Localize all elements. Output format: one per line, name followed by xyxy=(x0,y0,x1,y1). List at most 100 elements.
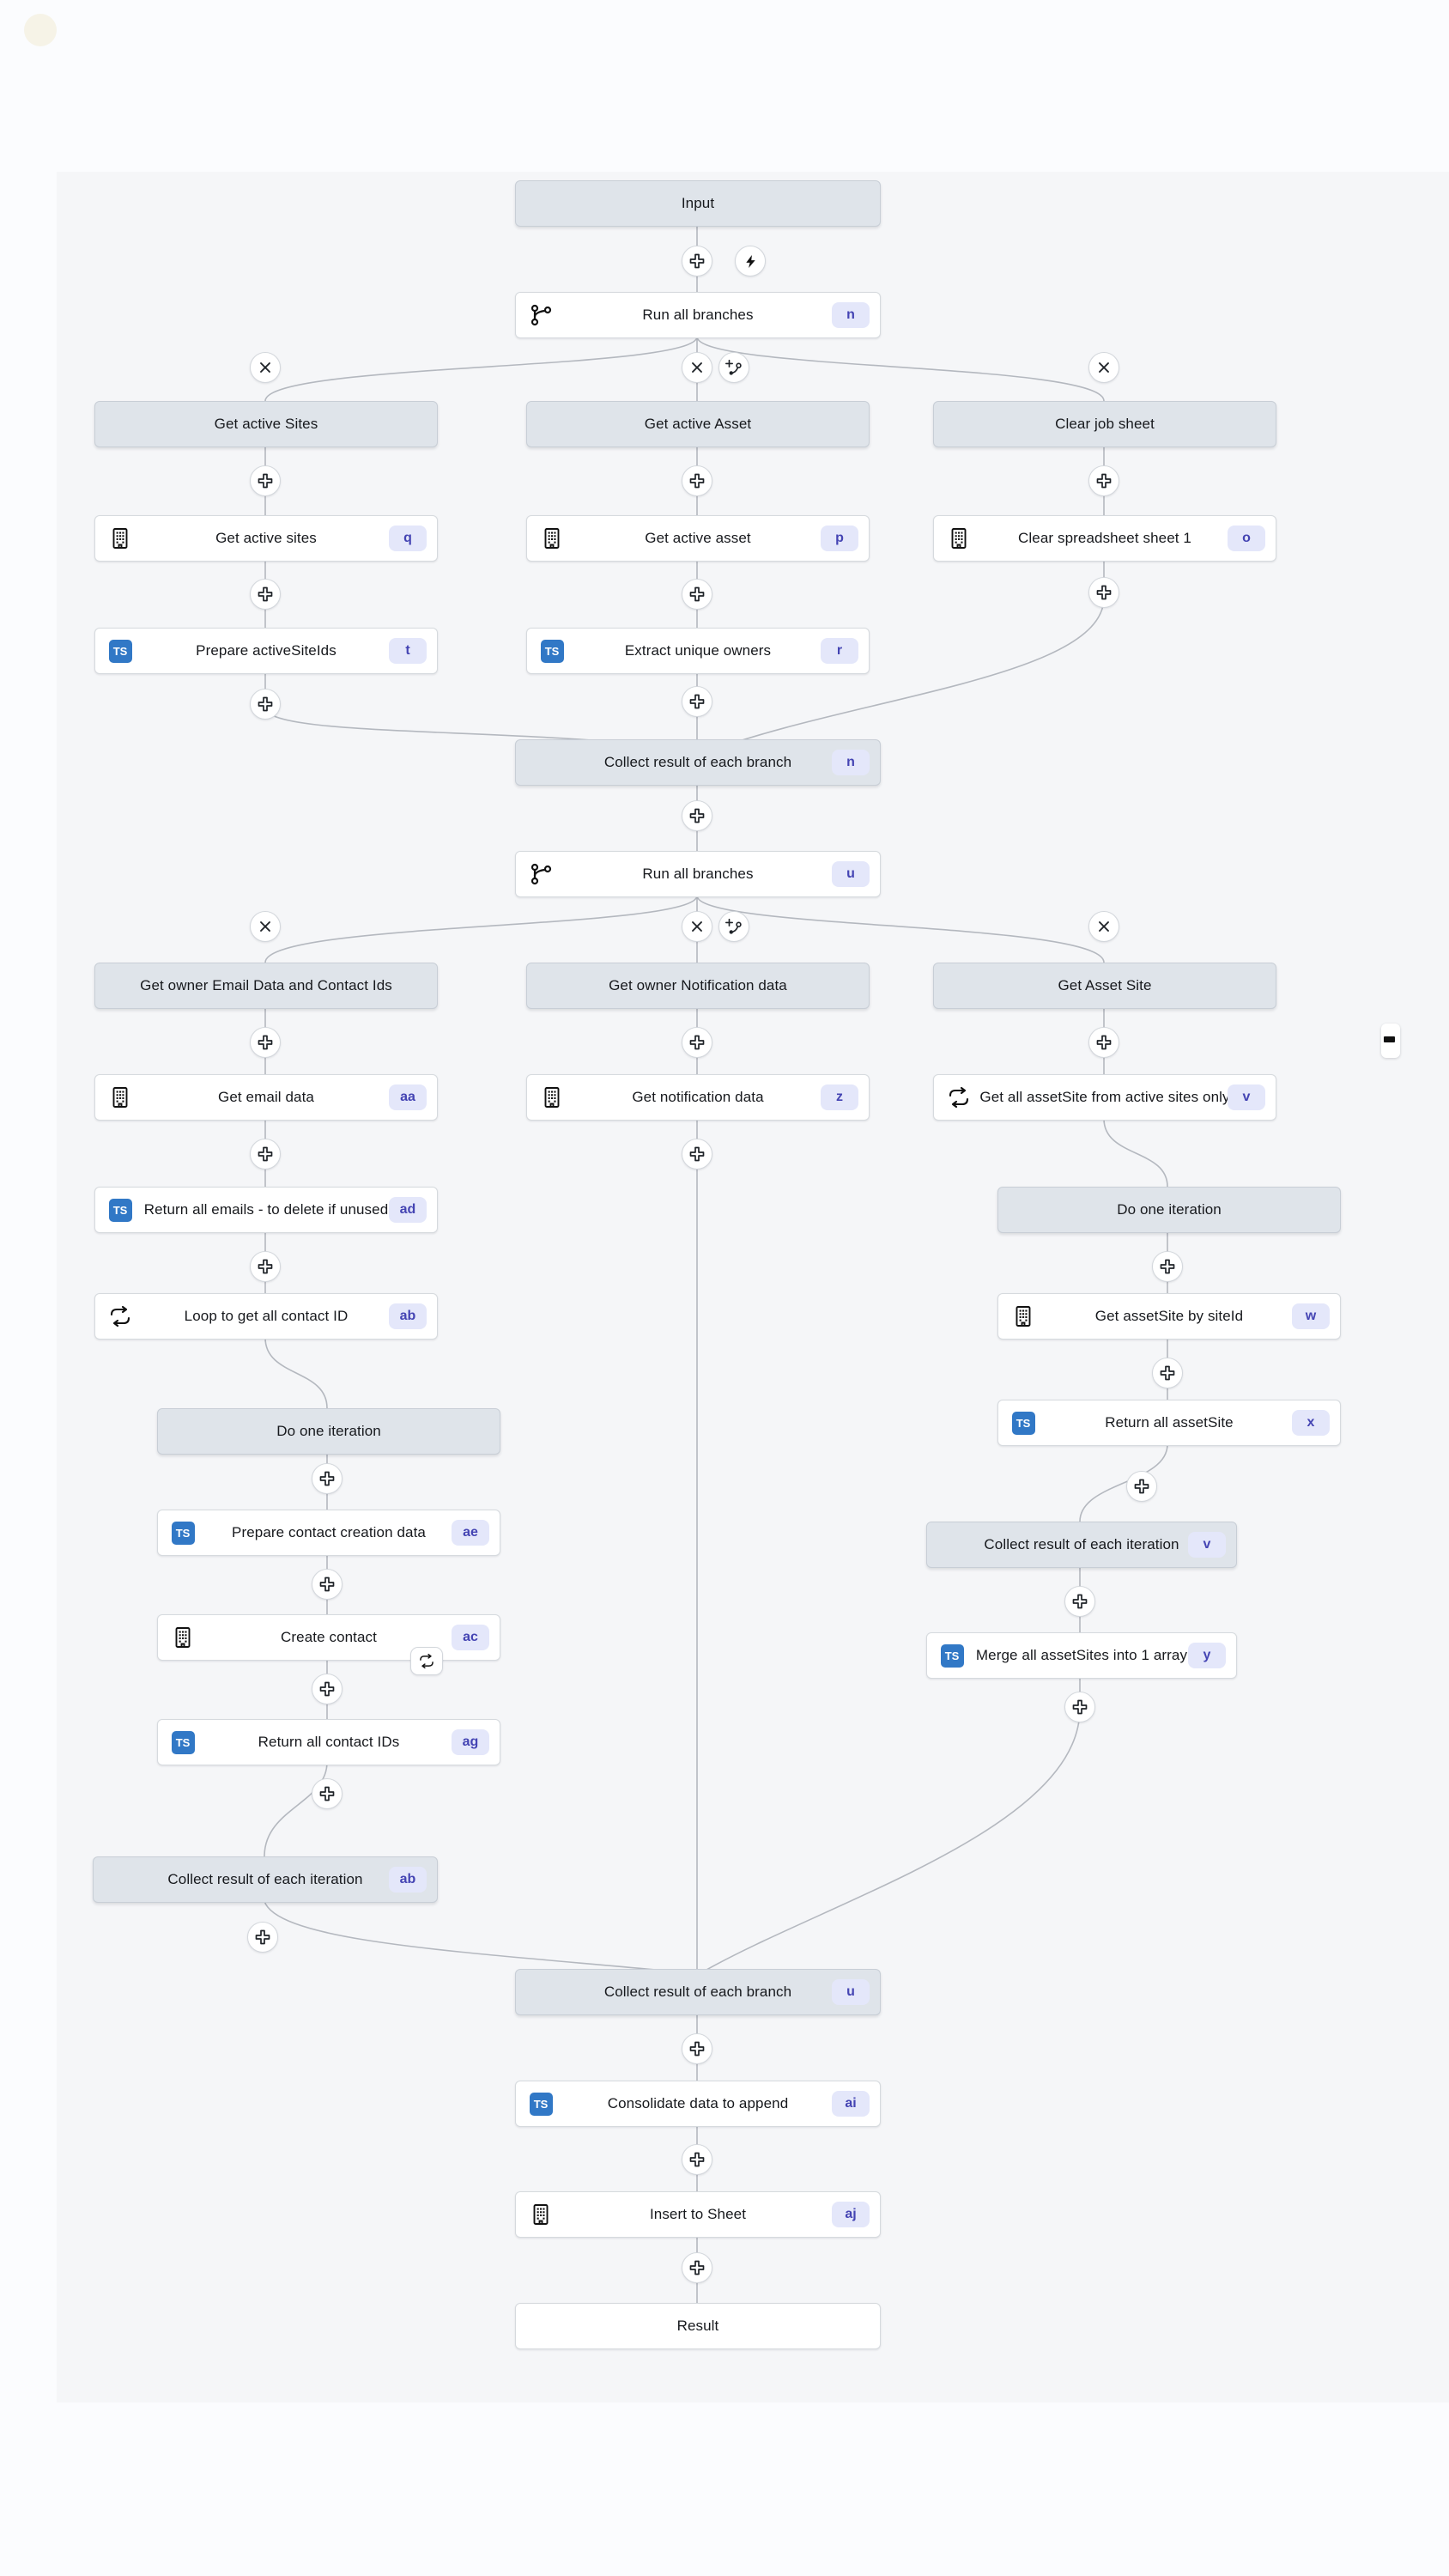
trigger-button[interactable] xyxy=(735,246,766,276)
node-badge: ab xyxy=(389,1303,427,1329)
node-badge: n xyxy=(832,750,870,775)
add-node-button[interactable] xyxy=(312,1463,343,1494)
node-extract-unique-owners[interactable]: TS Extract unique owners r xyxy=(526,628,870,674)
node-badge: ac xyxy=(452,1625,489,1650)
add-node-button[interactable] xyxy=(682,465,712,496)
add-node-button[interactable] xyxy=(682,1139,712,1170)
node-badge: o xyxy=(1228,526,1265,551)
loop-indicator-button[interactable] xyxy=(410,1647,443,1675)
branch-header-get-owner-email[interactable]: Get owner Email Data and Contact Ids xyxy=(94,963,438,1009)
node-label: Collect result of each branch xyxy=(603,754,792,770)
node-label: Get active asset xyxy=(645,530,751,546)
node-get-all-assetsite[interactable]: Get all assetSite from active sites only… xyxy=(933,1074,1276,1121)
add-node-button[interactable] xyxy=(250,1139,281,1170)
add-node-button[interactable] xyxy=(250,689,281,720)
node-run-all-branches-2[interactable]: Run all branches u xyxy=(515,851,881,897)
node-label: Consolidate data to append xyxy=(607,2095,789,2111)
add-node-button[interactable] xyxy=(682,686,712,717)
node-prepare-activesiteids[interactable]: TS Prepare activeSiteIds t xyxy=(94,628,438,674)
node-label: Input xyxy=(681,195,715,211)
add-node-button[interactable] xyxy=(312,1778,343,1809)
node-return-all-assetsite[interactable]: TS Return all assetSite x xyxy=(997,1400,1341,1446)
loop-header-do-one-iteration-left[interactable]: Do one iteration xyxy=(157,1408,500,1455)
branch-header-get-asset-site[interactable]: Get Asset Site xyxy=(933,963,1276,1009)
remove-branch-button[interactable] xyxy=(1088,352,1119,383)
minus-icon xyxy=(1384,1036,1395,1042)
node-get-notification-data[interactable]: Get notification data z xyxy=(526,1074,870,1121)
node-collect-result-branch-2[interactable]: Collect result of each branch u xyxy=(515,1969,881,2015)
add-node-button[interactable] xyxy=(682,1027,712,1058)
add-node-button[interactable] xyxy=(1064,1692,1095,1722)
node-merge-all-assetsites[interactable]: TS Merge all assetSites into 1 array y xyxy=(926,1632,1237,1679)
node-badge: u xyxy=(832,1979,870,2005)
add-node-button[interactable] xyxy=(250,1251,281,1282)
remove-branch-button[interactable] xyxy=(682,911,712,942)
node-label: Prepare contact creation data xyxy=(232,1524,426,1540)
add-branch-button[interactable] xyxy=(718,911,749,942)
add-node-button[interactable] xyxy=(682,2252,712,2283)
node-loop-get-contact-id[interactable]: Loop to get all contact ID ab xyxy=(94,1293,438,1340)
node-label: Collect result of each iteration xyxy=(984,1536,1179,1552)
loop-icon xyxy=(418,1654,435,1668)
node-badge: t xyxy=(389,638,427,664)
node-get-email-data[interactable]: Get email data aa xyxy=(94,1074,438,1121)
node-return-all-contact-ids[interactable]: TS Return all contact IDs ag xyxy=(157,1719,500,1765)
node-clear-spreadsheet-sheet-1[interactable]: Clear spreadsheet sheet 1 o xyxy=(933,515,1276,562)
node-collect-result-iteration-right[interactable]: Collect result of each iteration v xyxy=(926,1522,1237,1568)
node-label: Run all branches xyxy=(642,866,754,882)
add-node-button[interactable] xyxy=(1126,1471,1157,1502)
avatar xyxy=(24,14,57,46)
add-node-button[interactable] xyxy=(1088,577,1119,608)
add-node-button[interactable] xyxy=(250,1027,281,1058)
add-node-button[interactable] xyxy=(682,246,712,276)
collapsed-panel-toggle[interactable] xyxy=(1381,1024,1400,1058)
node-badge: ad xyxy=(389,1197,427,1223)
node-input[interactable]: Input xyxy=(515,180,881,227)
add-node-button[interactable] xyxy=(1152,1251,1183,1282)
add-node-button[interactable] xyxy=(1152,1358,1183,1388)
node-badge: ag xyxy=(452,1729,489,1755)
add-node-button[interactable] xyxy=(312,1674,343,1704)
node-badge: v xyxy=(1188,1532,1226,1558)
loop-header-do-one-iteration-right[interactable]: Do one iteration xyxy=(997,1187,1341,1233)
node-get-active-sites[interactable]: Get active sites q xyxy=(94,515,438,562)
typescript-icon: TS xyxy=(170,1729,196,1755)
add-node-button[interactable] xyxy=(1064,1586,1095,1617)
add-node-button[interactable] xyxy=(247,1922,278,1953)
add-branch-button[interactable] xyxy=(718,352,749,383)
node-return-all-emails[interactable]: TS Return all emails - to delete if unus… xyxy=(94,1187,438,1233)
remove-branch-button[interactable] xyxy=(682,352,712,383)
node-consolidate-data[interactable]: TS Consolidate data to append ai xyxy=(515,2081,881,2127)
node-result[interactable]: Result xyxy=(515,2303,881,2349)
node-create-contact[interactable]: Create contact ac xyxy=(157,1614,500,1661)
node-collect-result-branch-1[interactable]: Collect result of each branch n xyxy=(515,739,881,786)
node-get-active-asset[interactable]: Get active asset p xyxy=(526,515,870,562)
add-node-button[interactable] xyxy=(1088,1027,1119,1058)
node-badge: r xyxy=(821,638,858,664)
node-badge: x xyxy=(1292,1410,1330,1436)
remove-branch-button[interactable] xyxy=(250,911,281,942)
add-node-button[interactable] xyxy=(682,2033,712,2064)
node-prepare-contact-creation-data[interactable]: TS Prepare contact creation data ae xyxy=(157,1510,500,1556)
add-node-button[interactable] xyxy=(250,579,281,610)
typescript-icon: TS xyxy=(107,1197,133,1223)
add-node-button[interactable] xyxy=(312,1569,343,1600)
node-insert-to-sheet[interactable]: Insert to Sheet aj xyxy=(515,2191,881,2238)
node-run-all-branches-1[interactable]: Run all branches n xyxy=(515,292,881,338)
add-node-button[interactable] xyxy=(682,800,712,831)
typescript-icon: TS xyxy=(939,1643,965,1668)
branch-header-clear-job-sheet[interactable]: Clear job sheet xyxy=(933,401,1276,447)
node-label: Run all branches xyxy=(642,307,754,323)
remove-branch-button[interactable] xyxy=(1088,911,1119,942)
branch-header-get-owner-notification[interactable]: Get owner Notification data xyxy=(526,963,870,1009)
node-get-assetsite-by-siteid[interactable]: Get assetSite by siteId w xyxy=(997,1293,1341,1340)
add-node-button[interactable] xyxy=(682,2144,712,2175)
add-node-button[interactable] xyxy=(682,579,712,610)
add-node-button[interactable] xyxy=(1088,465,1119,496)
branch-header-get-active-sites[interactable]: Get active Sites xyxy=(94,401,438,447)
branch-header-get-active-asset[interactable]: Get active Asset xyxy=(526,401,870,447)
node-collect-result-iteration-left[interactable]: Collect result of each iteration ab xyxy=(93,1856,438,1903)
add-node-button[interactable] xyxy=(250,465,281,496)
remove-branch-button[interactable] xyxy=(250,352,281,383)
